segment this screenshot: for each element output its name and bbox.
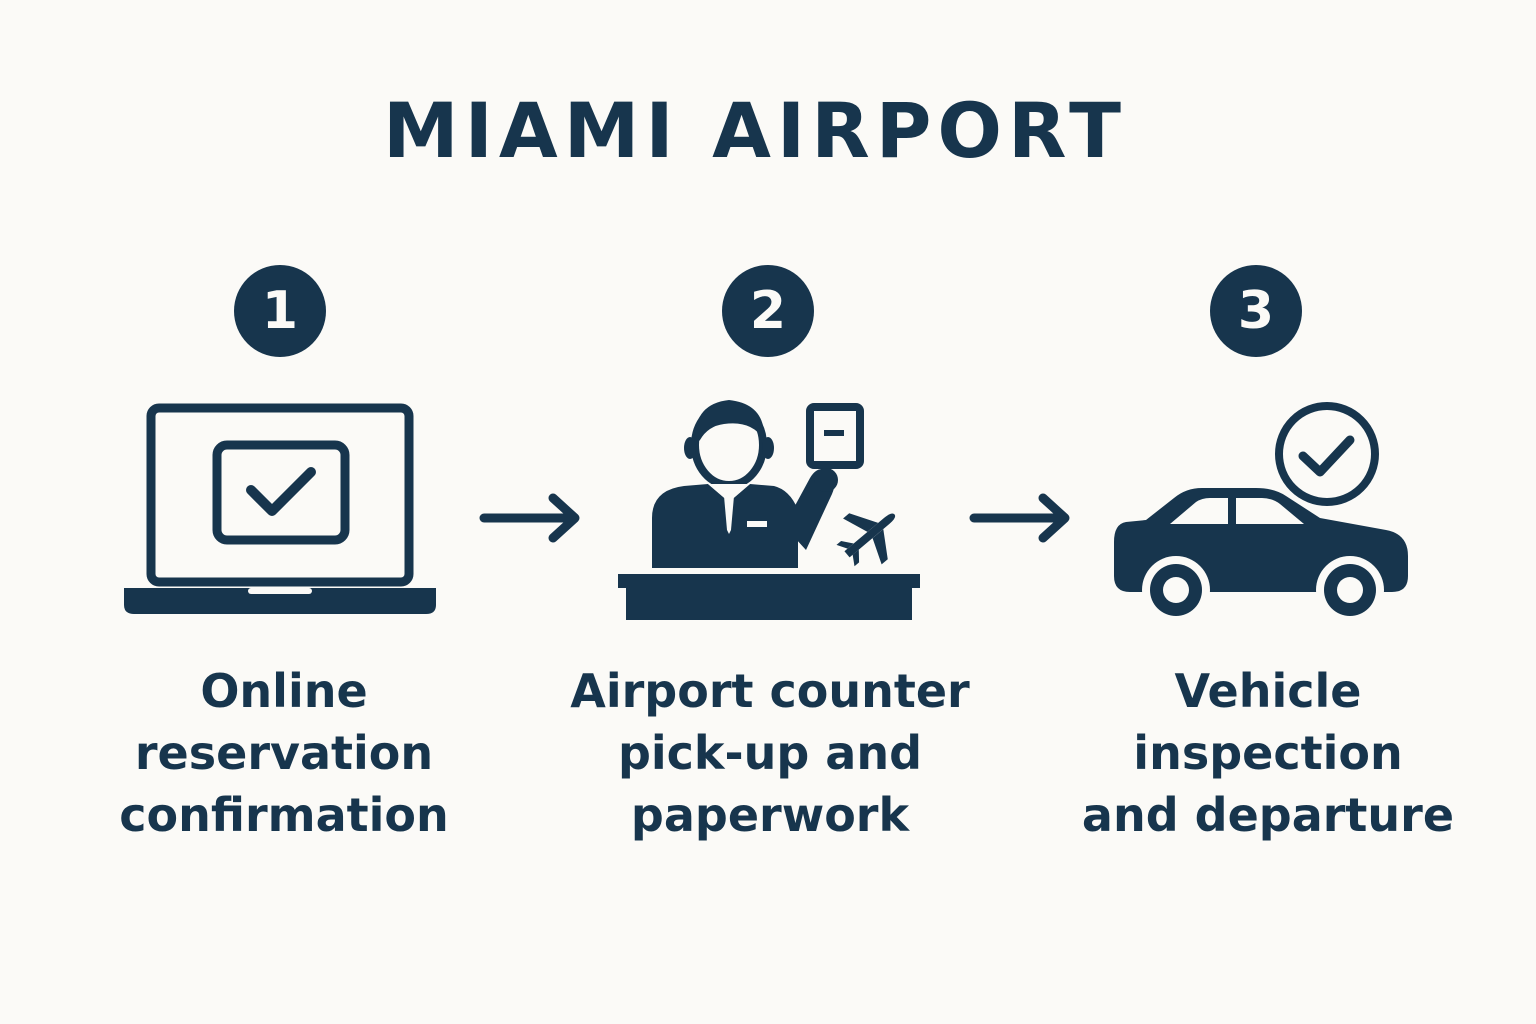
- step-2-label: Airport counter pick-up and paperwork: [540, 660, 1000, 846]
- step-1-number-badge: 1: [234, 265, 326, 357]
- step-2-label-line-2: pick-up and: [617, 726, 923, 780]
- step-3-label-line-3: and departure: [1081, 788, 1455, 842]
- step-2-number-badge: 2: [722, 265, 814, 357]
- step-3-label-line-2: inspection: [1133, 726, 1403, 780]
- laptop-checkmark-icon: [124, 403, 436, 614]
- step-1-label: Online reservation confirmation: [54, 660, 514, 846]
- arrow-right-icon: [969, 493, 1070, 543]
- step-1-label-line-2: reservation: [134, 726, 434, 780]
- step-3-number-badge: 3: [1210, 265, 1302, 357]
- step-3-label-line-1: Vehicle: [1174, 664, 1362, 718]
- step-1-label-line-3: confirmation: [119, 788, 449, 842]
- step-1-label-line-1: Online: [200, 664, 368, 718]
- car-checkmark-icon: [1114, 398, 1408, 624]
- arrow-right-icon: [479, 493, 580, 543]
- step-2-label-line-1: Airport counter: [570, 664, 970, 718]
- step-2-label-line-3: paperwork: [630, 788, 910, 842]
- airport-counter-agent-icon: [618, 400, 920, 620]
- step-3-label: Vehicle inspection and departure: [1038, 660, 1498, 846]
- page-title: MIAMI AIRPORT: [383, 86, 1127, 175]
